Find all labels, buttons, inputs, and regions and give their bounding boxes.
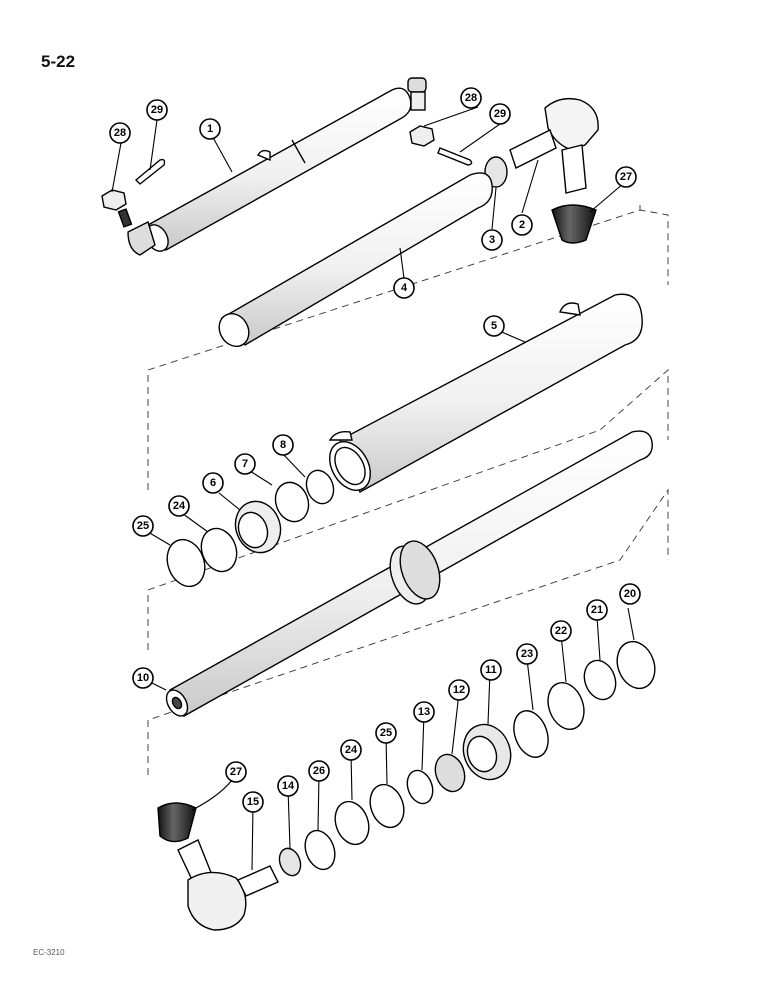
ring-7 [274, 481, 310, 523]
svg-text:1: 1 [207, 123, 213, 135]
svg-text:28: 28 [465, 92, 477, 104]
svg-text:22: 22 [555, 625, 567, 637]
svg-text:8: 8 [280, 439, 286, 451]
callout-2: 2 [511, 214, 533, 236]
callout-22: 22 [550, 620, 572, 642]
callout-27-lower: 27 [225, 761, 247, 783]
svg-text:29: 29 [151, 104, 163, 116]
svg-text:5: 5 [491, 320, 497, 332]
svg-text:14: 14 [282, 780, 295, 792]
callout-28-right: 28 [460, 87, 482, 109]
ring-8 [305, 469, 335, 505]
dashed-alignment-rod [147, 369, 669, 650]
callout-24-lower: 24 [340, 739, 362, 761]
callout-27-upper: 27 [615, 166, 637, 188]
backup-ring-22 [547, 682, 585, 730]
castle-nut-right [409, 125, 435, 147]
callout-24-upper: 24 [168, 495, 190, 517]
dust-boot-lower [157, 802, 197, 843]
dust-boot-upper [551, 204, 597, 244]
snap-ring-20 [616, 640, 656, 690]
callout-13: 13 [413, 701, 435, 723]
ring-13 [406, 769, 434, 805]
wiper-24-lower [334, 800, 370, 846]
retaining-ring-23 [513, 710, 549, 758]
cylinder-tube [328, 293, 643, 494]
drawing-code: EC-3210 [33, 948, 65, 957]
wiper-24 [200, 527, 238, 573]
callout-28-left: 28 [109, 122, 131, 144]
cotter-pin-right [437, 147, 473, 166]
callout-21: 21 [586, 599, 608, 621]
wiper-21 [583, 659, 617, 701]
svg-text:15: 15 [247, 796, 259, 808]
rod-end-upper [509, 97, 599, 194]
svg-text:2: 2 [519, 219, 525, 231]
snap-ring-26 [304, 829, 336, 871]
callout-26: 26 [308, 760, 330, 782]
svg-text:25: 25 [137, 520, 149, 532]
castle-nut-left [101, 189, 127, 211]
svg-text:12: 12 [453, 684, 465, 696]
svg-text:20: 20 [624, 588, 636, 600]
cotter-pin-left [134, 158, 166, 185]
svg-text:7: 7 [242, 458, 248, 470]
callout-7: 7 [234, 453, 256, 475]
callout-25-upper: 25 [132, 515, 154, 537]
svg-text:21: 21 [591, 604, 603, 616]
dashed-alignment-bottom [147, 488, 669, 775]
barrel-tube [218, 172, 493, 348]
callout-4: 4 [393, 277, 415, 299]
svg-text:23: 23 [521, 648, 533, 660]
piston-rod [165, 430, 653, 717]
callout-20: 20 [619, 583, 641, 605]
callout-15: 15 [242, 791, 264, 813]
callout-29-right: 29 [489, 103, 511, 125]
svg-text:26: 26 [313, 765, 325, 777]
backup-ring-25-lower [369, 783, 405, 829]
svg-text:24: 24 [345, 744, 358, 756]
callout-10: 10 [132, 667, 154, 689]
callout-14: 14 [277, 775, 299, 797]
svg-text:6: 6 [210, 477, 216, 489]
callout-11: 11 [480, 659, 502, 681]
svg-text:11: 11 [485, 664, 497, 676]
svg-text:24: 24 [173, 500, 186, 512]
svg-text:28: 28 [114, 127, 126, 139]
callout-12: 12 [448, 679, 470, 701]
callout-3: 3 [481, 229, 503, 251]
piston-6 [234, 500, 282, 554]
callout-6: 6 [202, 472, 224, 494]
dashed-alignment-top [147, 205, 669, 490]
callout-23: 23 [516, 643, 538, 665]
gland-11 [462, 723, 512, 781]
svg-text:4: 4 [401, 282, 408, 294]
page-number: 5-22 [41, 52, 76, 71]
assembled-cylinder [117, 77, 427, 256]
callout-29-left: 29 [146, 99, 168, 121]
svg-text:10: 10 [137, 672, 149, 684]
svg-text:25: 25 [380, 727, 392, 739]
rod-end-lower [177, 839, 279, 931]
jam-nut-14 [278, 847, 302, 877]
svg-text:27: 27 [230, 766, 242, 778]
callout-1: 1 [199, 118, 221, 140]
callout-25-lower: 25 [375, 722, 397, 744]
svg-text:27: 27 [620, 171, 632, 183]
svg-text:3: 3 [489, 234, 495, 246]
svg-text:13: 13 [418, 706, 430, 718]
svg-text:29: 29 [494, 108, 506, 120]
seal-12 [434, 753, 466, 793]
callout-5: 5 [483, 315, 505, 337]
callout-8: 8 [272, 434, 294, 456]
